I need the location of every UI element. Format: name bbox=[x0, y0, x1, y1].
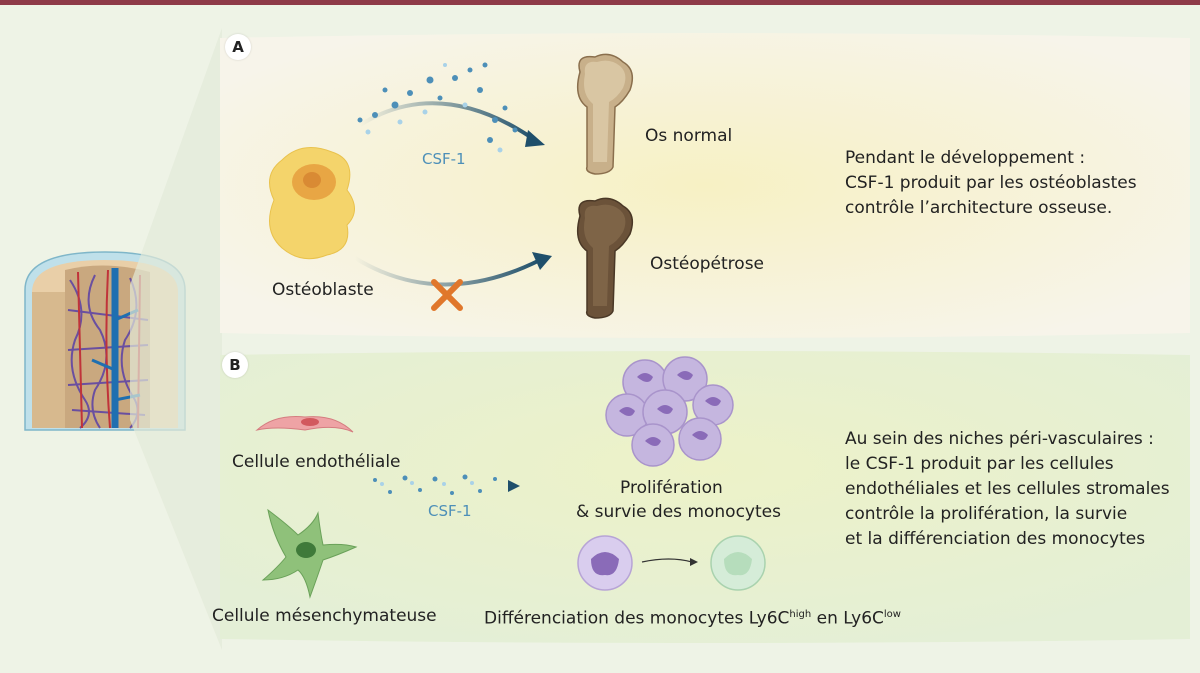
monocyte-ly6c-low bbox=[710, 535, 766, 591]
panel-b-label: B bbox=[222, 352, 248, 378]
osteopetrosis-bone-illustration bbox=[576, 197, 634, 319]
normal-bone-illustration bbox=[576, 53, 634, 175]
panel-a bbox=[220, 28, 1190, 343]
csf1-label-b: CSF-1 bbox=[428, 502, 472, 520]
blocked-arrow bbox=[353, 252, 552, 287]
csf1-label-a: CSF-1 bbox=[422, 150, 466, 168]
cross-icon bbox=[431, 279, 463, 311]
monocyte-cluster bbox=[605, 356, 734, 467]
normal-bone-label: Os normal bbox=[645, 126, 733, 146]
panel-a-label: A bbox=[225, 34, 251, 60]
osteoblast-cell bbox=[269, 147, 355, 260]
osteopetrosis-label: Ostéopétrose bbox=[650, 254, 765, 274]
mesenchymal-label: Cellule mésenchymateuse bbox=[212, 606, 437, 626]
endothelial-label: Cellule endothéliale bbox=[232, 452, 401, 472]
panel-b bbox=[220, 347, 1190, 647]
header-bar bbox=[0, 0, 1200, 5]
osteoblast-label: Ostéoblaste bbox=[272, 280, 374, 300]
proliferation-label-2: & survie des monocytes bbox=[576, 502, 781, 522]
panel-a-description: Pendant le développement : CSF-1 produit… bbox=[845, 148, 1137, 218]
csf1-secretion-arrow bbox=[357, 62, 545, 153]
monocyte-ly6c-high bbox=[577, 535, 633, 591]
endothelial-cell bbox=[255, 416, 354, 433]
proliferation-label-1: Prolifération bbox=[620, 478, 723, 498]
differentiation-label: Différenciation des monocytes Ly6Chigh e… bbox=[484, 608, 901, 629]
differentiation-arrow bbox=[641, 558, 698, 566]
csf1-secretion-arrow-b bbox=[365, 474, 520, 495]
mesenchymal-cell bbox=[261, 508, 358, 599]
panel-b-description: Au sein des niches péri-vasculaires : le… bbox=[845, 429, 1170, 549]
